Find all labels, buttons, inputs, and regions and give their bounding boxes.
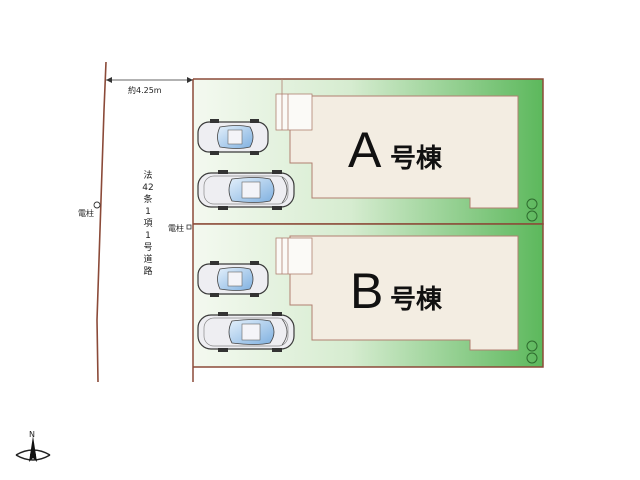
svg-text:42: 42 xyxy=(142,183,153,193)
entrance-steps-b xyxy=(275,237,313,275)
svg-text:項: 項 xyxy=(143,218,152,229)
svg-text:1: 1 xyxy=(145,231,151,241)
svg-text:路: 路 xyxy=(143,265,152,277)
utility-pole-left: 電柱 xyxy=(78,201,101,218)
svg-text:号: 号 xyxy=(143,242,152,253)
compass-label: N xyxy=(29,430,35,439)
parking-car-a1 xyxy=(197,118,269,156)
building-a xyxy=(289,95,519,209)
building-a-letter: A xyxy=(348,122,382,178)
utility-pole-right: 電柱 xyxy=(168,223,192,233)
lot-b: B 号棟 xyxy=(192,223,544,382)
svg-text:条: 条 xyxy=(143,193,152,205)
north-arrow-icon: N xyxy=(15,430,51,462)
lot-a: A 号棟 xyxy=(192,78,544,225)
building-a-suffix: 号棟 xyxy=(390,144,443,174)
building-b-suffix: 号棟 xyxy=(390,285,443,315)
svg-text:電柱: 電柱 xyxy=(78,208,94,218)
building-b xyxy=(289,235,519,351)
parking-car-a2 xyxy=(197,169,295,211)
road-name-label: 法 42 条 1 項 1 号 道 路 xyxy=(142,169,153,277)
svg-text:道: 道 xyxy=(143,253,152,265)
svg-text:法: 法 xyxy=(143,169,152,181)
entrance-steps-a xyxy=(275,93,313,131)
road-edge-line xyxy=(96,61,107,383)
parking-car-b2 xyxy=(197,311,295,353)
road-width-dimension: 約4.25m xyxy=(106,77,193,95)
svg-text:1: 1 xyxy=(145,207,151,217)
road-width-label: 約4.25m xyxy=(128,85,162,95)
svg-text:電柱: 電柱 xyxy=(168,223,184,233)
parking-car-b1 xyxy=(197,260,269,298)
building-b-letter: B xyxy=(350,263,383,319)
